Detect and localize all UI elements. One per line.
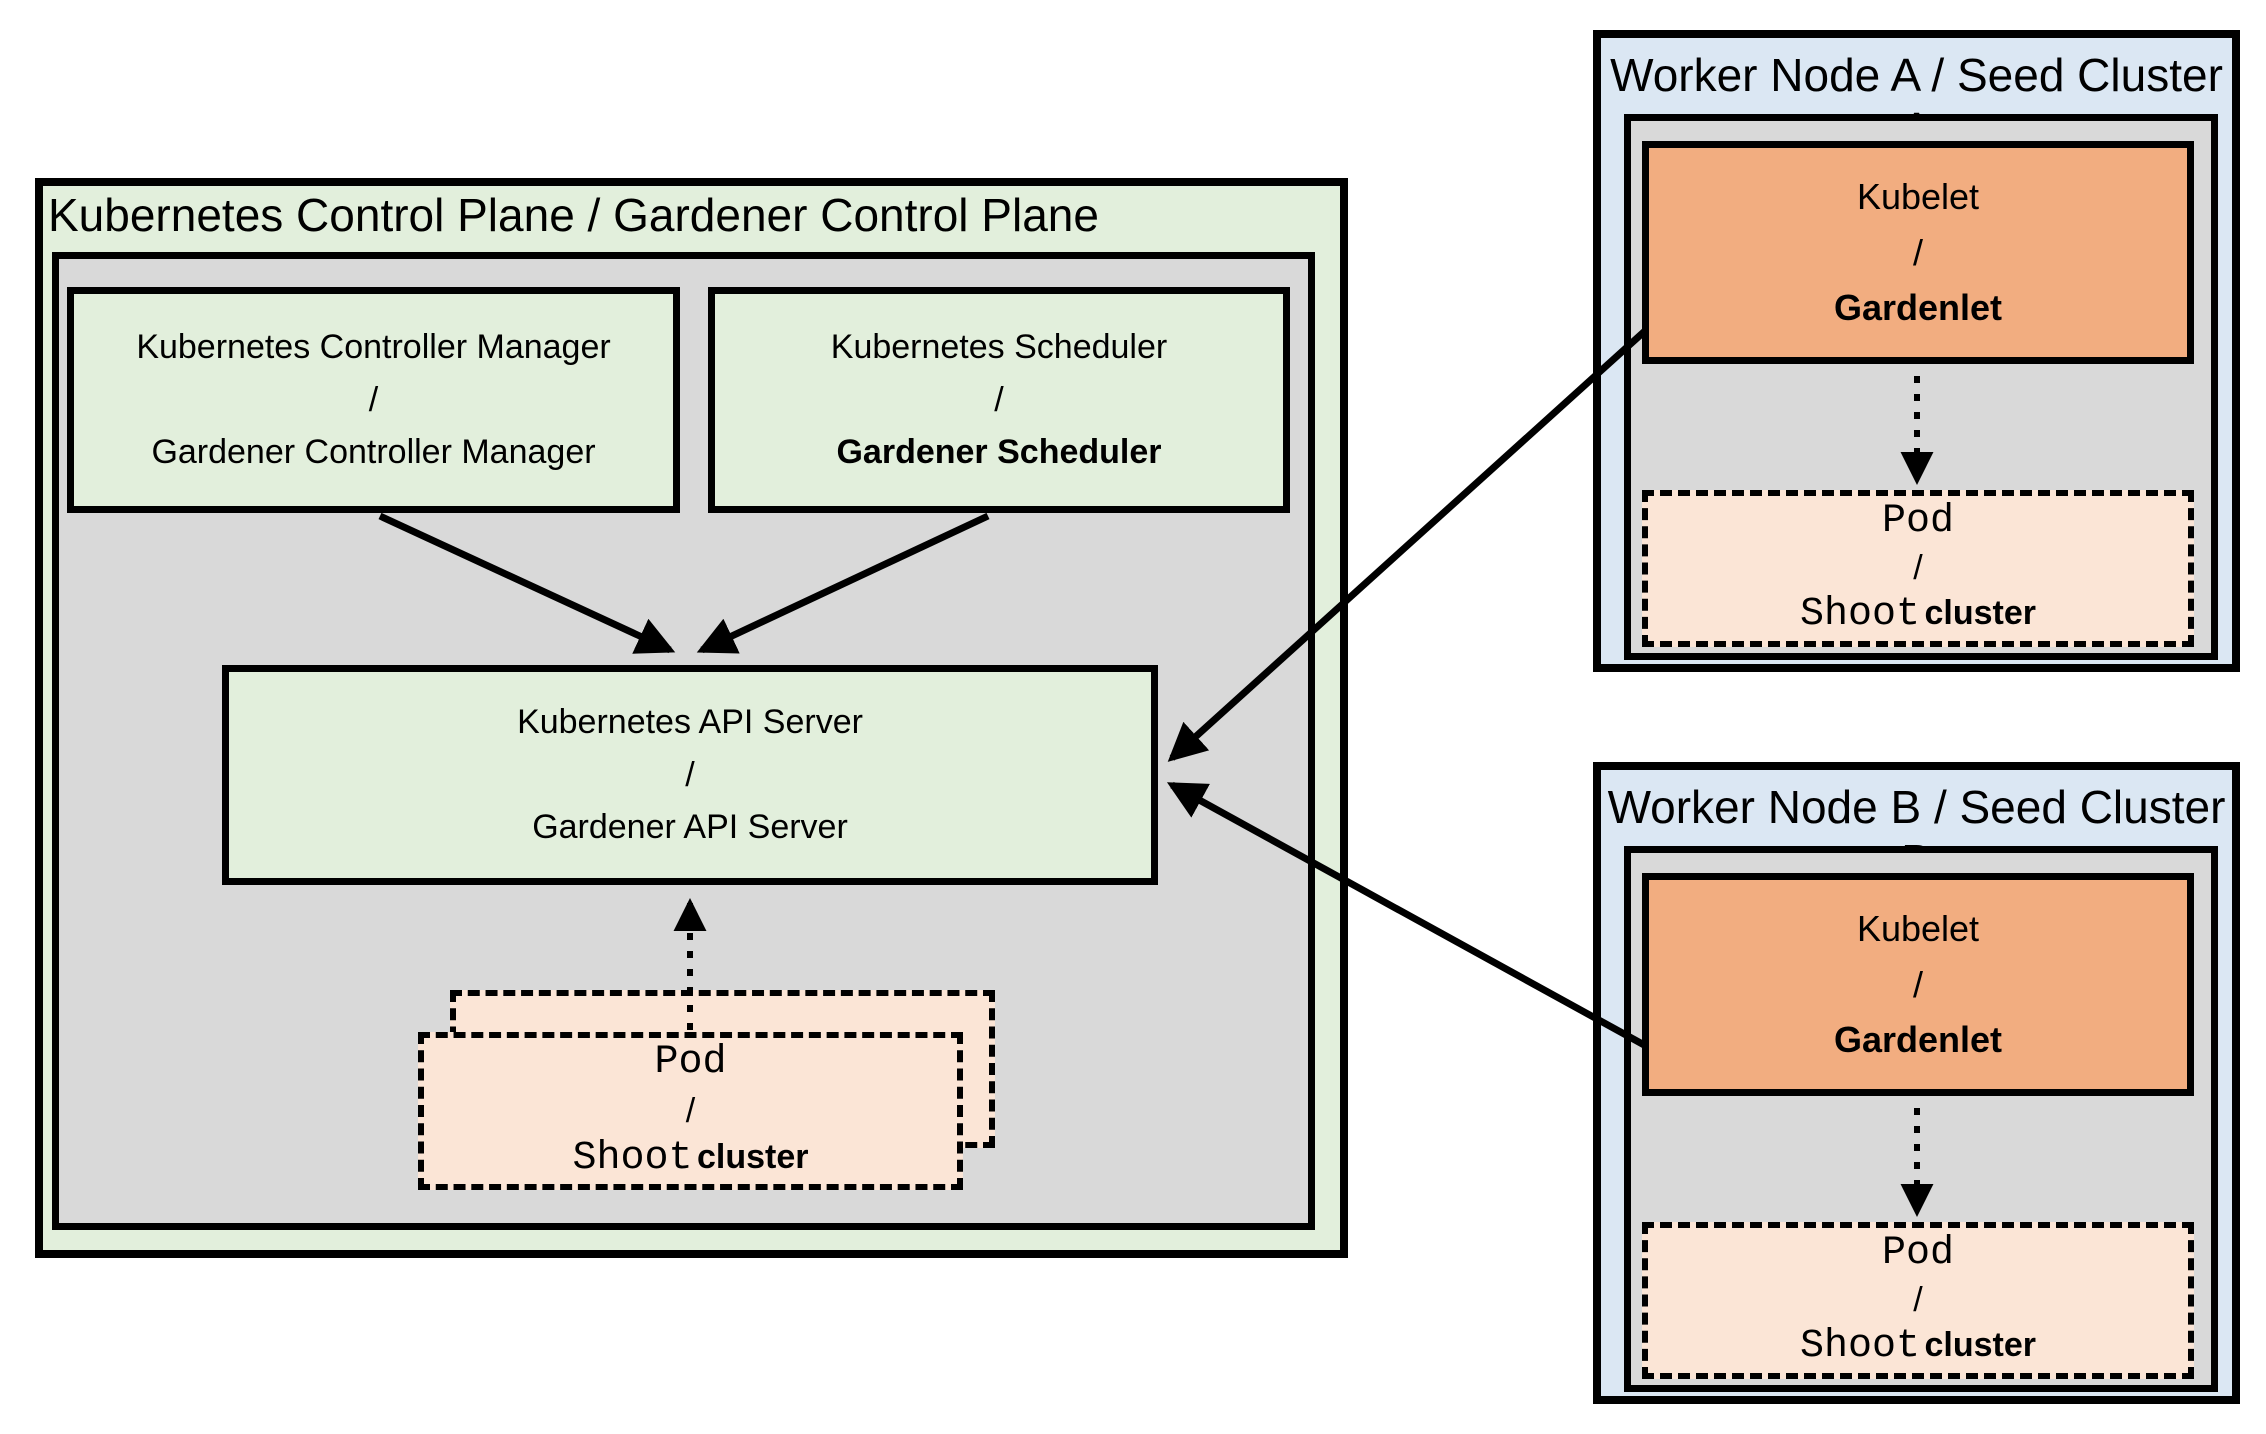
kubelet-b-line2: Gardenlet (1833, 1019, 2003, 1061)
pod-a-line2: Shoot cluster (1800, 590, 2036, 640)
api-server-line2: Gardener API Server (532, 808, 848, 847)
scheduler-line1: Kubernetes Scheduler (830, 327, 1168, 366)
api-server-box: Kubernetes API Server / Gardener API Ser… (222, 665, 1158, 885)
control-plane-title: Kubernetes Control Plane / Gardener Cont… (48, 189, 1099, 241)
pod-shoot-b-box: Pod / Shoot cluster (1642, 1222, 2194, 1379)
kubelet-b-box: Kubelet / Gardenlet (1642, 873, 2194, 1096)
pod-a-separator: / (1913, 549, 1923, 588)
pod-a-line2-cluster: cluster (1924, 593, 2036, 632)
kubelet-b-line1: Kubelet (1856, 907, 1980, 949)
kubelet-a-line1: Kubelet (1856, 175, 1980, 217)
pod-a-line1: Pod (1881, 499, 1954, 545)
pod-shoot-a-box: Pod / Shoot cluster (1642, 490, 2194, 647)
kubelet-a-box: Kubelet / Gardenlet (1642, 141, 2194, 364)
pod-b-line2-shoot: Shoot (1800, 1323, 1921, 1369)
controller-manager-box: Kubernetes Controller Manager / Gardener… (67, 287, 680, 513)
pod-b-separator: / (1913, 1281, 1923, 1320)
pod-separator: / (685, 1091, 696, 1130)
pod-line2: Shoot cluster (573, 1133, 809, 1185)
scheduler-separator: / (994, 380, 1004, 419)
api-server-line1: Kubernetes API Server (517, 702, 863, 741)
kubelet-a-separator: / (1912, 231, 1923, 273)
scheduler-line2: Gardener Scheduler (836, 433, 1162, 472)
api-server-separator: / (685, 755, 695, 794)
kubelet-b-separator: / (1912, 963, 1923, 1005)
controller-manager-line1: Kubernetes Controller Manager (136, 327, 611, 366)
controller-manager-line2: Gardener Controller Manager (151, 433, 596, 472)
pod-b-line1: Pod (1881, 1231, 1954, 1277)
controller-manager-separator: / (368, 380, 379, 419)
pod-line1: Pod (654, 1039, 727, 1085)
pod-line2-cluster: cluster (696, 1138, 809, 1177)
kubelet-a-line2: Gardenlet (1833, 287, 2003, 329)
pod-b-line2: Shoot cluster (1800, 1322, 2036, 1372)
pod-shoot-box-front: Pod / Shoot cluster (418, 1032, 963, 1190)
pod-line2-shoot: Shoot (572, 1136, 693, 1182)
pod-a-line2-shoot: Shoot (1800, 591, 1921, 637)
scheduler-box: Kubernetes Scheduler / Gardener Schedule… (708, 287, 1290, 513)
pod-b-line2-cluster: cluster (1924, 1325, 2036, 1364)
